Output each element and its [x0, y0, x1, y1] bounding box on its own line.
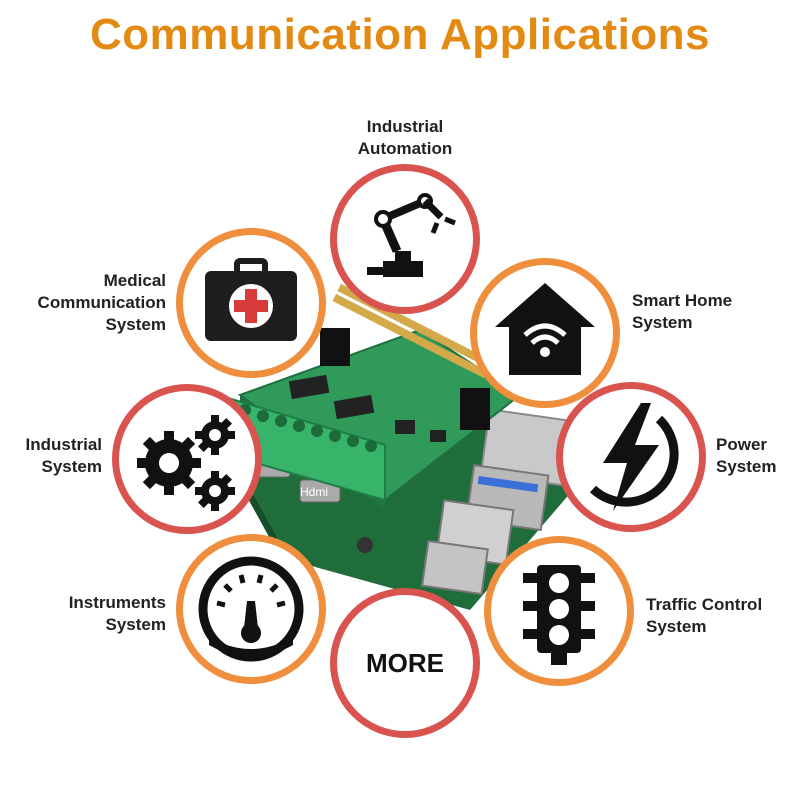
instruments-circle [176, 534, 326, 684]
industrial-system-label: Industrial System [25, 435, 102, 476]
industrial-system-circle [112, 384, 262, 534]
page-title: Communication Applications [89, 10, 711, 59]
industrial-automation-circle [330, 164, 480, 314]
smart-home-circle [470, 258, 620, 408]
lightning-icon [589, 403, 679, 511]
medical-label: Medical Communication System [37, 271, 166, 334]
traffic-circle [484, 536, 634, 686]
robot-arm-icon [367, 193, 456, 277]
smart-home-icon [495, 283, 595, 375]
more-label: MORE [366, 647, 444, 678]
industrial-automation-label: Industrial Automation [357, 117, 453, 158]
gauge-icon [198, 556, 304, 662]
medical-circle [176, 228, 326, 378]
hdmi-silkscreen: Hdmi [300, 485, 328, 499]
smart-home-label: Smart Home System [632, 291, 733, 332]
power-circle [556, 382, 706, 532]
more-circle[interactable]: MORE [330, 588, 480, 738]
power-label: Power System [716, 435, 777, 476]
traffic-light-icon [523, 565, 595, 665]
instruments-label: Instruments System [68, 593, 166, 634]
traffic-label: Traffic Control System [646, 595, 763, 636]
first-aid-kit-icon [205, 258, 297, 341]
gears-icon [137, 415, 235, 511]
